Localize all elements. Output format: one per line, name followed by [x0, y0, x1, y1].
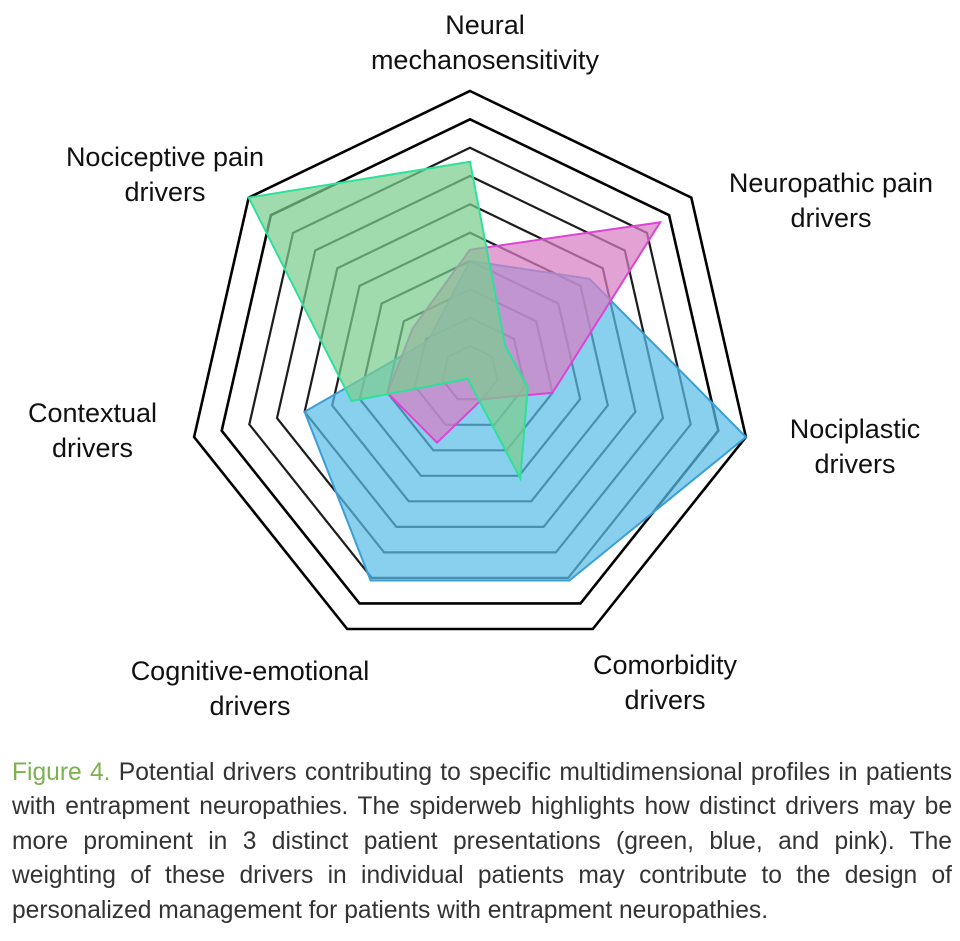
- axis-label-neuropathic-pain-drivers: Neuropathic pain drivers: [700, 166, 960, 236]
- radar-series: [247, 160, 748, 582]
- axis-label-line: drivers: [814, 449, 896, 479]
- series-polygon-2: [247, 160, 529, 482]
- axis-label-line: drivers: [51, 433, 133, 463]
- axis-label-line: drivers: [209, 691, 291, 721]
- figure-label: Figure 4.: [12, 758, 111, 786]
- grid-ring: [192, 89, 748, 631]
- grid-ring: [220, 117, 720, 605]
- axis-label-line: Comorbidity: [592, 650, 738, 680]
- axis-label-line: Neural: [445, 10, 525, 40]
- figure-caption: Figure 4. Potential drivers contributing…: [12, 756, 952, 929]
- radar-chart: Neural mechanosensitivity Neuropathic pa…: [5, 8, 960, 724]
- axis-label-line: Contextual: [27, 398, 158, 428]
- axis-label-neural-mechanosensitivity: Neural mechanosensitivity: [330, 8, 640, 78]
- axis-label-line: Cognitive-emotional: [130, 656, 370, 686]
- axis-label-line: drivers: [624, 685, 706, 715]
- radar-chart-svg: [192, 89, 748, 631]
- axis-label-comorbidity-drivers: Comorbidity drivers: [560, 648, 770, 718]
- axis-label-nociplastic-drivers: Nociplastic drivers: [760, 412, 950, 482]
- axis-label-line: drivers: [790, 203, 872, 233]
- axis-label-line: Nociceptive pain: [65, 142, 265, 172]
- axis-label-line: drivers: [124, 177, 206, 207]
- axis-label-contextual-drivers: Contextual drivers: [5, 396, 180, 466]
- axis-label-cognitive-emotional-drivers: Cognitive-emotional drivers: [100, 654, 400, 724]
- axis-label-line: Nociplastic: [789, 414, 921, 444]
- caption-text: Potential drivers contributing to specif…: [12, 758, 952, 924]
- axis-label-line: Neuropathic pain: [728, 168, 934, 198]
- axis-label-nociceptive-pain-drivers: Nociceptive pain drivers: [30, 140, 300, 210]
- axis-label-line: mechanosensitivity: [370, 45, 600, 75]
